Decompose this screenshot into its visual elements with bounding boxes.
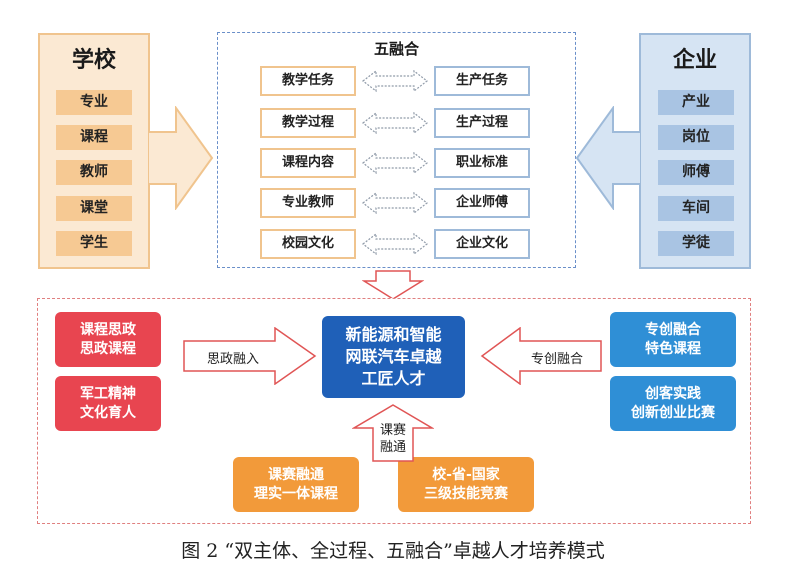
enterprise-item-apprentice: 学徒	[658, 231, 734, 256]
ideology-arrow-label: 思政融入	[206, 352, 259, 367]
school-item-course: 课程	[56, 125, 132, 150]
competition-arrow-label-line: 课赛	[379, 423, 406, 438]
fusion-left-cell: 教学过程	[260, 108, 356, 138]
innovation-arrow-label: 专创融合	[530, 352, 583, 367]
double-arrow-icon	[362, 70, 428, 92]
enterprise-item-industry: 产业	[658, 90, 734, 115]
card-line: 校-省-国家	[432, 466, 500, 483]
target-talent-line: 新能源和智能	[345, 325, 442, 344]
card-line: 理实一体课程	[254, 485, 338, 502]
target-talent-line: 工匠人才	[361, 369, 426, 388]
military-spirit-card: 军工精神 文化育人	[55, 376, 161, 431]
fusion-left-cell: 校园文化	[260, 229, 356, 259]
course-competition-card: 课赛融通 理实一体课程	[233, 457, 359, 512]
card-line: 创客实践	[645, 385, 701, 402]
enterprise-item-position: 岗位	[658, 125, 734, 150]
fusion-right-cell: 企业文化	[434, 229, 530, 259]
double-arrow-icon	[362, 233, 428, 255]
school-item-major: 专业	[56, 90, 132, 115]
card-line: 专创融合	[645, 321, 701, 338]
innovation-course-card: 专创融合 特色课程	[610, 312, 736, 367]
ideology-arrow	[183, 327, 317, 385]
innovation-arrow	[480, 327, 602, 385]
fusion-title: 五融合	[373, 40, 419, 58]
fusion-down-arrow	[362, 270, 424, 300]
double-arrow-icon	[362, 152, 428, 174]
card-line: 文化育人	[80, 404, 136, 421]
target-talent-line: 网联汽车卓越	[345, 347, 442, 366]
maker-practice-card: 创客实践 创新创业比赛	[610, 376, 736, 431]
competition-arrow-label-line: 融通	[379, 440, 406, 455]
card-line: 课程思政	[80, 321, 136, 338]
school-title: 学校	[71, 48, 116, 73]
school-item-teacher: 教师	[56, 160, 132, 185]
card-line: 思政课程	[80, 340, 136, 357]
school-panel	[38, 33, 150, 269]
card-line: 军工精神	[80, 385, 136, 402]
enterprise-title: 企业	[672, 48, 717, 73]
school-item-classroom: 课堂	[56, 196, 132, 221]
fusion-right-cell: 生产任务	[434, 66, 530, 96]
fusion-left-cell: 教学任务	[260, 66, 356, 96]
fusion-right-cell: 企业师傅	[434, 188, 530, 218]
double-arrow-icon	[362, 192, 428, 214]
fusion-right-cell: 职业标准	[434, 148, 530, 178]
competition-arrow-label: 课赛 融通	[370, 422, 416, 456]
school-to-fusion-arrow	[148, 106, 214, 210]
skill-contest-card: 校-省-国家 三级技能竞赛	[398, 457, 534, 512]
card-line: 创新创业比赛	[631, 404, 715, 421]
school-item-student: 学生	[56, 231, 132, 256]
ideology-course-card: 课程思政 思政课程	[55, 312, 161, 367]
card-line: 三级技能竞赛	[424, 485, 508, 502]
fusion-right-cell: 生产过程	[434, 108, 530, 138]
figure-caption: 图 2 “双主体、全过程、五融合”卓越人才培养模式	[181, 540, 605, 562]
fusion-left-cell: 课程内容	[260, 148, 356, 178]
double-arrow-icon	[362, 112, 428, 134]
target-talent-card: 新能源和智能 网联汽车卓越 工匠人才	[322, 316, 465, 398]
enterprise-item-workshop: 车间	[658, 196, 734, 221]
fusion-left-cell: 专业教师	[260, 188, 356, 218]
enterprise-item-master: 师傅	[658, 160, 734, 185]
card-line: 课赛融通	[268, 466, 324, 483]
enterprise-to-fusion-arrow	[575, 106, 641, 210]
competition-arrow	[352, 404, 434, 462]
card-line: 特色课程	[645, 340, 701, 357]
